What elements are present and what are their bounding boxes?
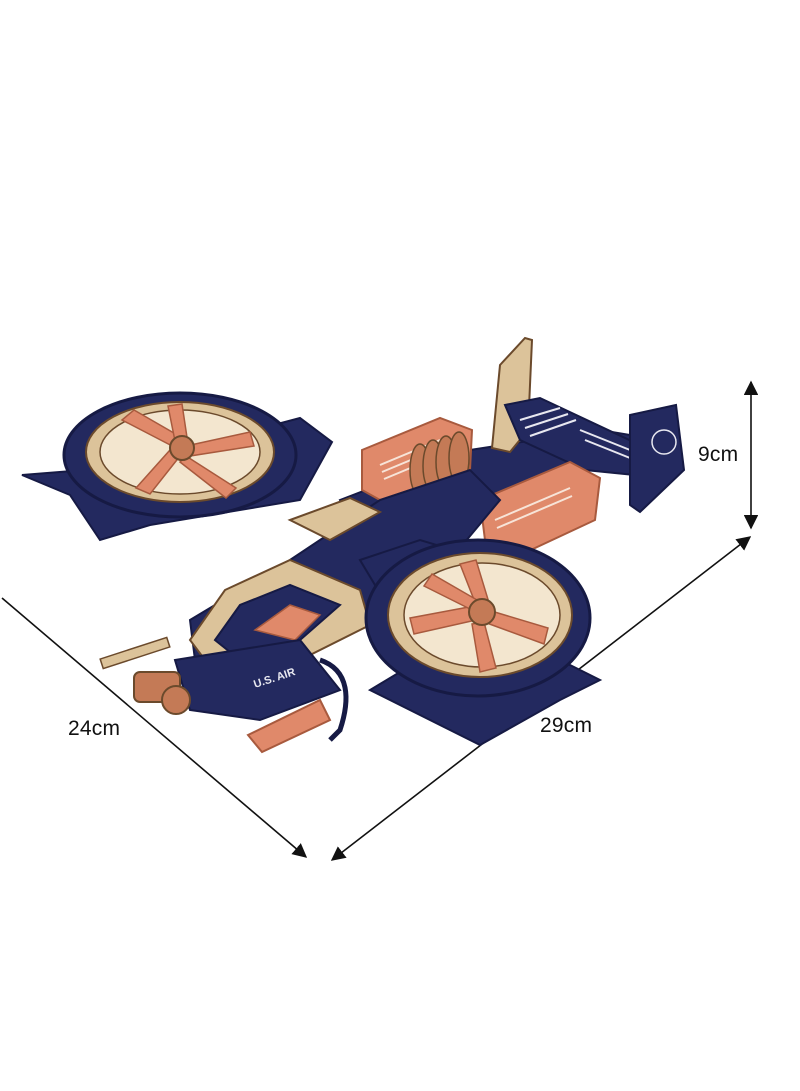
- left-rotor-hub: [169, 435, 195, 461]
- nose-gun: [99, 636, 191, 715]
- coil: [409, 431, 470, 497]
- tail-end-fin: [629, 403, 686, 514]
- left-rotor: [21, 391, 334, 542]
- right-rotor-blades: [409, 559, 549, 673]
- right-rotor: [358, 538, 603, 747]
- aircraft: U.S. AIR: [21, 336, 686, 754]
- roundel-icon: [651, 429, 677, 455]
- width-label: 29cm: [540, 714, 593, 737]
- height-label: 9cm: [698, 443, 739, 466]
- depth-arrow: [1, 597, 308, 858]
- stabilizer-stripes: [519, 407, 631, 459]
- right-rotor-hub: [468, 598, 496, 626]
- cockpit-seat: [253, 604, 322, 641]
- depth-label: 24cm: [68, 717, 121, 740]
- fuselage-wood-trim: [287, 496, 383, 542]
- lower-pod: [246, 698, 332, 754]
- landing-skid: [319, 657, 349, 742]
